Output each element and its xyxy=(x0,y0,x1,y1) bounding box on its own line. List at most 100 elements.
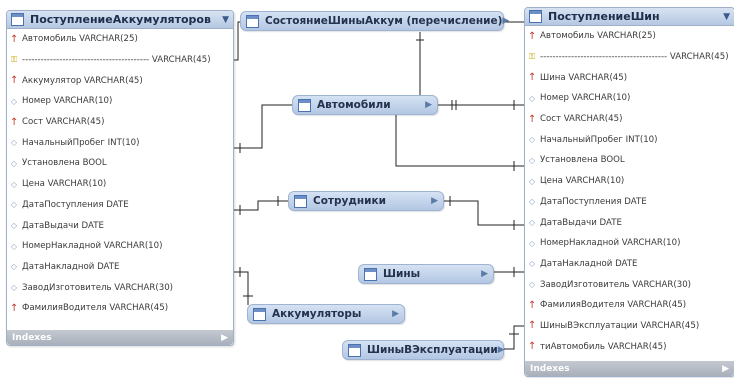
column-label: ШиныВЭксплуатации VARCHAR(45) xyxy=(540,320,700,331)
entity-title: Сотрудники xyxy=(313,195,386,207)
chevron-down-icon[interactable]: ▼ xyxy=(222,14,229,25)
required-key-icon: ↑ xyxy=(10,302,19,314)
expand-arrow-icon[interactable]: ▶ xyxy=(481,269,488,279)
indexes-bar[interactable]: Indexes ▶ xyxy=(7,330,233,345)
table-icon xyxy=(348,343,361,357)
column-label: НомерНакладной VARCHAR(10) xyxy=(22,241,163,252)
column-row[interactable]: ↑ФамилияВодителя VARCHAR(45) xyxy=(525,295,734,316)
column-label: Сост VARCHAR(45) xyxy=(22,117,105,128)
primary-key-icon: ⚿ xyxy=(10,55,18,65)
entity-avtomobili[interactable]: Автомобили ▶ xyxy=(292,95,438,115)
diamond-icon: ◇ xyxy=(10,96,18,106)
table-icon xyxy=(246,14,259,28)
chevron-down-icon[interactable]: ▼ xyxy=(723,11,730,22)
entity-sotrudniki[interactable]: Сотрудники ▶ xyxy=(288,191,444,211)
diamond-icon: ◇ xyxy=(528,155,536,165)
column-row[interactable]: ⚿---------------------------------------… xyxy=(525,47,734,68)
diamond-icon: ◇ xyxy=(528,197,536,207)
column-row[interactable]: ◇ДатаВыдачи DATE xyxy=(7,215,233,236)
column-row[interactable]: ◇ НачальныйПробег INT(10) xyxy=(525,129,734,150)
column-row[interactable]: ◇Номер VARCHAR(10) xyxy=(525,88,734,109)
column-row[interactable]: ↑ФамилияВодителя VARCHAR(45) xyxy=(7,298,233,319)
column-row[interactable]: ◇ Цена VARCHAR(10) xyxy=(525,171,734,192)
entity-shiny[interactable]: Шины ▶ xyxy=(358,264,494,284)
table-icon xyxy=(298,98,311,112)
column-label: Шина VARCHAR(45) xyxy=(540,72,628,83)
expand-arrow-icon[interactable]: ▶ xyxy=(502,16,510,26)
expand-arrow-icon[interactable]: ▶ xyxy=(431,196,438,206)
expand-arrow-icon[interactable]: ▶ xyxy=(221,332,228,343)
column-label: ЗаводИзготовитель VARCHAR(30) xyxy=(540,279,692,290)
connector-auto-ustanovlena xyxy=(395,115,524,167)
column-row[interactable]: ↑Автомобиль VARCHAR(25) xyxy=(525,26,734,47)
entity-shiny-v-ekspluatatsii[interactable]: ШиныВЭксплуатации ▶ xyxy=(342,340,505,360)
table-postuplenie-akkumulyatorov[interactable]: ПоступлениеАккумуляторов ▼ ↑Автомобиль V… xyxy=(6,10,234,346)
column-label: НомерНакладной VARCHAR(10) xyxy=(540,238,681,249)
connector-tiresexpl-right xyxy=(504,325,524,350)
required-key-icon: ↑ xyxy=(528,299,537,311)
column-label: Номер VARCHAR(10) xyxy=(22,96,113,107)
diamond-icon: ◇ xyxy=(528,135,536,145)
column-row[interactable]: ↑Шина VARCHAR(45) xyxy=(525,67,734,88)
column-row[interactable]: ↑Автомобиль VARCHAR(25) xyxy=(7,29,233,50)
column-row[interactable]: ↑Сост VARCHAR(45) xyxy=(7,112,233,133)
column-row[interactable]: ◇ДатаВыдачи DATE xyxy=(525,212,734,233)
column-row[interactable]: ◇ НомерНакладной VARCHAR(10) xyxy=(7,236,233,257)
column-label: ----------------------------------------… xyxy=(22,55,211,66)
table-icon xyxy=(294,194,307,208)
table-header[interactable]: ПоступлениеАккумуляторов ▼ xyxy=(7,11,233,29)
expand-arrow-icon[interactable]: ▶ xyxy=(722,363,729,374)
diamond-icon: ◇ xyxy=(10,179,18,189)
column-label: ДатаПоступления DATE xyxy=(540,196,647,207)
column-row[interactable]: ◇ДатаПоступления DATE xyxy=(7,195,233,216)
column-label: ----------------------------------------… xyxy=(540,52,729,63)
expand-arrow-icon[interactable]: ▶ xyxy=(392,309,399,319)
table-postuplenie-shin[interactable]: ПоступлениеШин ▼ ↑Автомобиль VARCHAR(25)… xyxy=(524,7,734,377)
column-label: ДатаПоступления DATE xyxy=(22,199,129,210)
column-row[interactable]: ↑ШиныВЭксплуатации VARCHAR(45) xyxy=(525,316,734,337)
required-key-icon: ↑ xyxy=(10,33,19,45)
column-row[interactable]: ◇ДатаНакладной DATE xyxy=(7,257,233,278)
column-row[interactable]: ↑Сост VARCHAR(45) xyxy=(525,109,734,130)
column-row[interactable]: ↑Аккумулятор VARCHAR(45) xyxy=(7,70,233,91)
column-row[interactable]: ◇ЗаводИзготовитель VARCHAR(30) xyxy=(525,274,734,295)
entity-sostoyanie-shiny-akkum[interactable]: СостояниеШиныАккум (перечисление) ▶ xyxy=(240,11,509,31)
entity-akkumulyatory[interactable]: Аккумуляторы ▶ xyxy=(247,304,405,324)
column-row[interactable]: ⚿ ---------------------------------------… xyxy=(7,50,233,71)
diamond-icon: ◇ xyxy=(10,283,18,293)
indexes-label: Indexes xyxy=(12,332,52,343)
column-row[interactable]: ◇Установлена BOOL xyxy=(525,150,734,171)
column-row[interactable]: ◇ ДатаПоступления DATE xyxy=(525,192,734,213)
table-header[interactable]: ПоступлениеШин ▼ xyxy=(525,8,734,26)
column-row[interactable]: ◇НачальныйПробег INT(10) xyxy=(7,132,233,153)
column-row[interactable]: ◇ Номер VARCHAR(10) xyxy=(7,91,233,112)
column-label: Цена VARCHAR(10) xyxy=(540,176,625,187)
column-row[interactable]: ◇НомерНакладной VARCHAR(10) xyxy=(525,233,734,254)
column-label: ДатаНакладной DATE xyxy=(540,258,638,269)
connector-batteries-left xyxy=(232,271,249,305)
column-label: ФамилияВодителя VARCHAR(45) xyxy=(540,300,687,311)
diamond-icon: ◇ xyxy=(10,262,18,272)
column-label: Сост VARCHAR(45) xyxy=(540,114,623,125)
indexes-bar[interactable]: Indexes ▶ xyxy=(525,361,734,376)
diamond-icon: ◇ xyxy=(10,241,18,251)
column-row[interactable]: ◇Установлена BOOL xyxy=(7,153,233,174)
column-label: тиАвтомобиль VARCHAR(45) xyxy=(540,341,667,352)
expand-arrow-icon[interactable]: ▶ xyxy=(425,100,432,110)
column-row[interactable]: ◇Цена VARCHAR(10) xyxy=(7,174,233,195)
column-label: Автомобиль VARCHAR(25) xyxy=(22,34,138,45)
table-icon xyxy=(529,10,542,23)
diamond-icon: ◇ xyxy=(528,93,536,103)
connector-staff-right xyxy=(444,200,524,226)
column-row[interactable]: ◇ ЗаводИзготовитель VARCHAR(30) xyxy=(7,277,233,298)
column-row[interactable]: ↑тиАвтомобиль VARCHAR(45) xyxy=(525,336,734,357)
required-key-icon: ↑ xyxy=(10,75,19,87)
column-label: ЗаводИзготовитель VARCHAR(30) xyxy=(22,282,174,293)
expand-arrow-icon[interactable]: ▶ xyxy=(497,345,505,355)
diamond-icon: ◇ xyxy=(528,176,536,186)
column-row[interactable]: ◇ ДатаНакладной DATE xyxy=(525,254,734,275)
column-label: Аккумулятор VARCHAR(45) xyxy=(22,75,143,86)
column-label: НачальныйПробег INT(10) xyxy=(540,134,658,145)
diamond-icon: ◇ xyxy=(528,259,536,269)
